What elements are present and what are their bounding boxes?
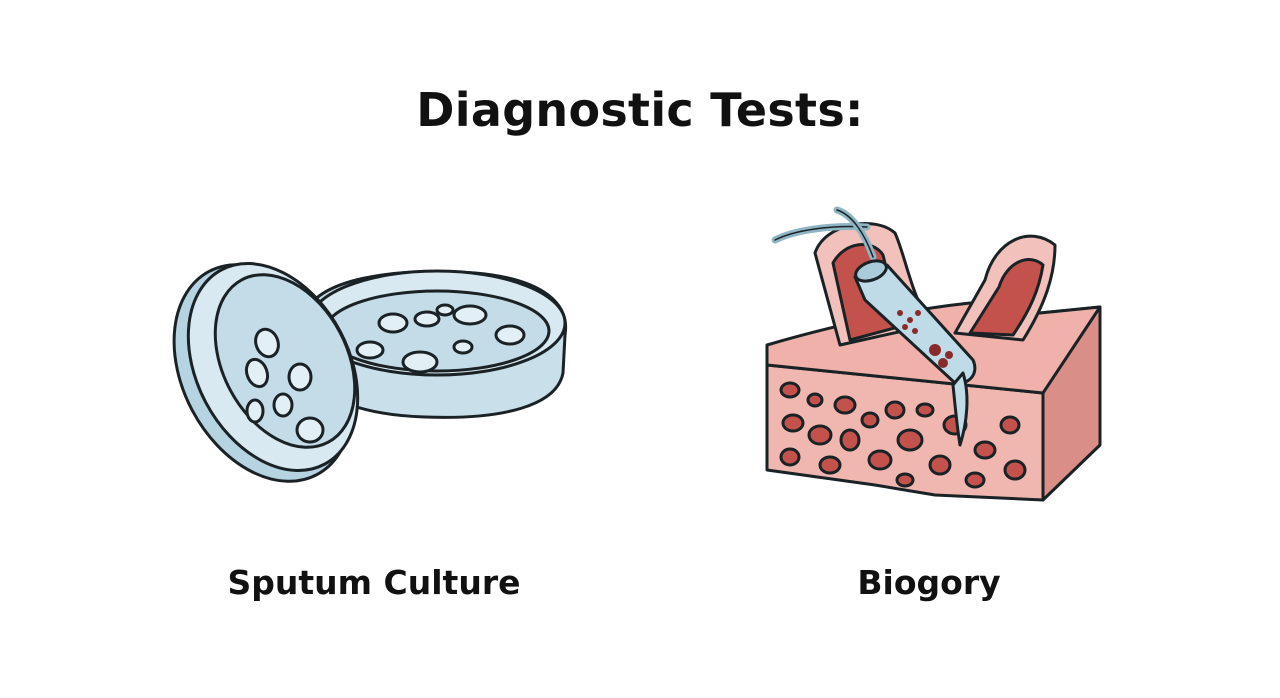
petri-dish-icon xyxy=(172,262,568,483)
page-title: Diagnostic Tests: xyxy=(416,83,864,137)
tissue-biopsy-icon xyxy=(765,206,1102,502)
sputum-culture-label: Sputum Culture xyxy=(227,563,521,602)
biopsy-label: Biogory xyxy=(857,563,1001,602)
biopsy-panel xyxy=(755,195,1115,525)
sputum-culture-panel xyxy=(165,195,585,525)
